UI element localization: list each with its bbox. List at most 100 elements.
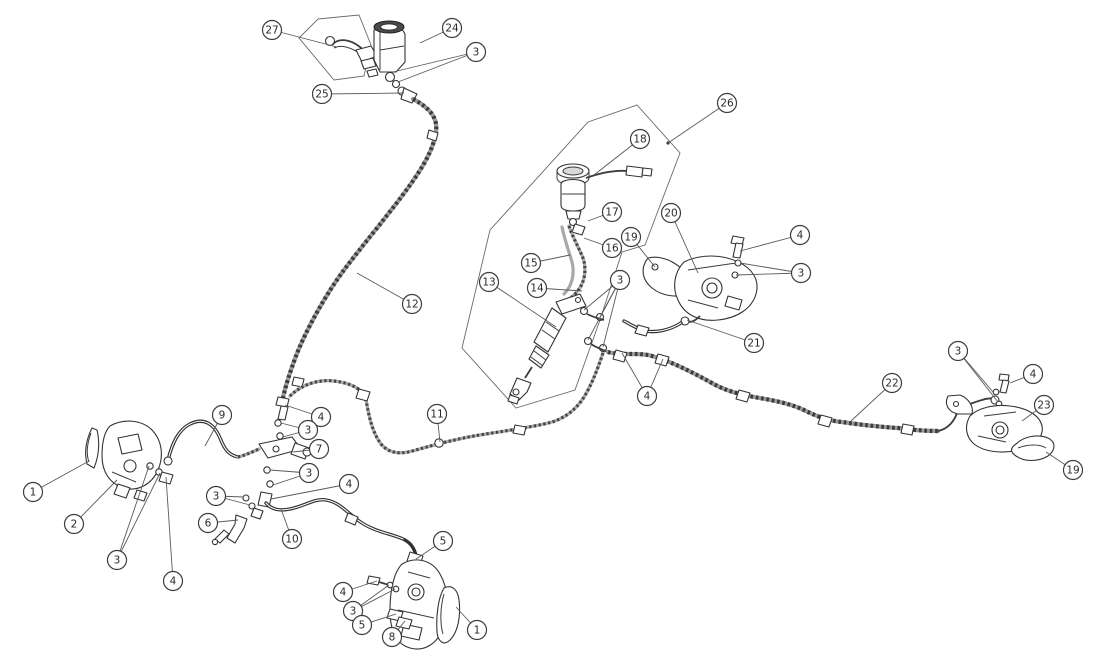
callout-26: 26 <box>716 92 738 114</box>
hose-union <box>735 389 751 403</box>
elbow-fitting-6 <box>226 514 248 544</box>
svg-text:12: 12 <box>405 299 418 311</box>
callout-23: 23 <box>1033 394 1055 416</box>
washer <box>242 494 250 502</box>
svg-text:19: 19 <box>624 232 637 244</box>
sensor-connector <box>625 165 644 178</box>
callout-6: 6 <box>197 512 219 534</box>
right-rear-caliper-assembly <box>937 373 1055 462</box>
hose-clamp <box>344 512 359 526</box>
svg-text:4: 4 <box>346 479 353 491</box>
fitting-nut <box>250 507 264 520</box>
svg-text:3: 3 <box>617 275 624 287</box>
svg-text:8: 8 <box>389 632 396 644</box>
callout-16: 16 <box>601 237 623 259</box>
svg-text:20: 20 <box>664 208 677 220</box>
pad-detail <box>1017 444 1047 449</box>
svg-text:10: 10 <box>285 534 298 546</box>
callout-11: 11 <box>426 403 448 425</box>
caliper-body-2 <box>101 420 162 490</box>
svg-text:24: 24 <box>445 23 459 35</box>
callout-1: 1 <box>466 619 488 641</box>
svg-text:3: 3 <box>213 491 220 503</box>
callout-3: 3 <box>465 41 487 63</box>
hose-fitting <box>634 324 650 337</box>
callout-4: 4 <box>1022 363 1044 385</box>
callout-3: 3 <box>790 262 812 284</box>
washer <box>274 419 282 427</box>
caliper-window <box>117 433 143 455</box>
front-left-caliper-assembly <box>85 420 174 502</box>
svg-text:22: 22 <box>885 378 898 390</box>
hose-clamp <box>426 129 439 142</box>
caliper-detail <box>111 471 137 483</box>
svg-text:4: 4 <box>797 230 804 242</box>
svg-text:17: 17 <box>605 207 618 219</box>
bracket-hole <box>574 296 582 304</box>
banjo-washer <box>146 462 154 470</box>
svg-text:6: 6 <box>205 518 212 530</box>
clevis-pin <box>512 388 520 396</box>
svg-text:23: 23 <box>1037 400 1050 412</box>
hose-union <box>817 414 833 428</box>
hose-banjo <box>163 456 173 466</box>
callout-21: 21 <box>743 332 765 354</box>
svg-text:4: 4 <box>1030 369 1037 381</box>
connector-tip <box>641 167 653 177</box>
block-port <box>272 445 280 453</box>
callout-1: 1 <box>22 481 44 503</box>
front-left-brake-hose-9 <box>166 419 261 462</box>
callout-10: 10 <box>281 528 303 550</box>
svg-text:3: 3 <box>350 606 357 618</box>
lower-caliper-assembly <box>366 551 461 650</box>
svg-text:5: 5 <box>359 620 366 632</box>
svg-text:4: 4 <box>318 412 325 424</box>
rear-master-cylinder-13 <box>507 293 609 405</box>
svg-text:18: 18 <box>633 134 646 146</box>
svg-text:1: 1 <box>30 487 37 499</box>
bolt-shaft <box>277 405 289 421</box>
svg-text:19: 19 <box>1066 465 1079 477</box>
callout-8: 8 <box>381 626 403 648</box>
boot-rings <box>530 350 547 367</box>
banjo-washer <box>579 306 589 316</box>
piston-center <box>411 587 421 597</box>
svg-text:5: 5 <box>440 536 447 548</box>
push-rod <box>524 366 533 379</box>
callout-14: 14 <box>526 277 548 299</box>
guide-pin <box>113 483 131 499</box>
washer <box>392 585 400 593</box>
svg-text:3: 3 <box>955 346 962 358</box>
washer <box>263 466 271 474</box>
handlebar-region-outline <box>298 14 372 81</box>
callout-3: 3 <box>342 600 364 622</box>
washer <box>386 581 394 589</box>
callout-19: 19 <box>620 226 642 248</box>
reservoir-body <box>560 185 586 212</box>
pin-head <box>507 394 520 405</box>
svg-text:25: 25 <box>315 89 328 101</box>
callout-18: 18 <box>629 128 651 150</box>
svg-text:11: 11 <box>430 409 443 421</box>
rear-reservoir-assembly <box>556 163 653 307</box>
piston-center <box>706 282 718 294</box>
callout-2: 2 <box>63 513 85 535</box>
svg-text:9: 9 <box>219 410 226 422</box>
svg-text:4: 4 <box>644 391 651 403</box>
banjo-washer <box>583 336 593 346</box>
callout-13: 13 <box>478 271 500 293</box>
svg-text:4: 4 <box>340 587 347 599</box>
level-sensor-wire <box>585 169 628 179</box>
banjo-washer <box>384 71 396 83</box>
pad-detail <box>86 432 92 463</box>
pipe-fitting-11 <box>434 438 444 448</box>
piston-center <box>995 425 1005 435</box>
washer <box>248 502 256 510</box>
callout-3: 3 <box>205 485 227 507</box>
master-cylinder-region-outline <box>461 104 681 409</box>
svg-text:3: 3 <box>306 468 313 480</box>
svg-text:4: 4 <box>170 576 177 588</box>
washer <box>266 480 274 488</box>
pipe-clamp <box>512 424 527 436</box>
